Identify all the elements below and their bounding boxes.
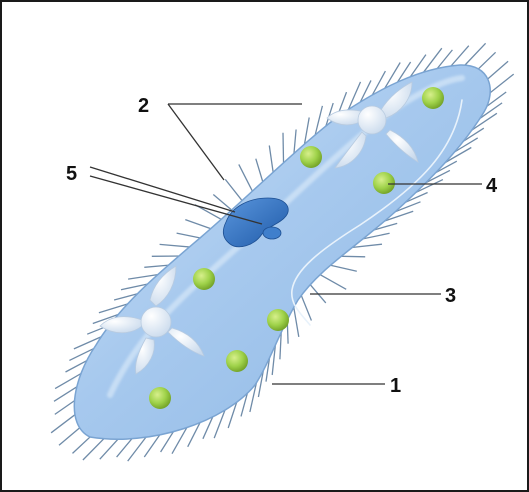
cilium xyxy=(317,273,347,290)
label-2: 2 xyxy=(138,95,149,117)
cell-body xyxy=(74,65,490,439)
food-vacuole xyxy=(300,146,322,168)
leader-line-2b xyxy=(168,104,224,180)
leader-line-5b xyxy=(90,176,262,224)
label-1: 1 xyxy=(390,375,401,397)
label-5: 5 xyxy=(66,163,77,185)
cilium xyxy=(462,43,485,68)
food-vacuole xyxy=(193,268,215,290)
food-vacuole xyxy=(422,87,444,109)
cilium xyxy=(239,164,254,194)
food-vacuole xyxy=(373,172,395,194)
food-vacuole xyxy=(267,309,289,331)
cilium xyxy=(160,244,194,247)
food-vacuole xyxy=(226,350,248,372)
food-vacuole xyxy=(149,387,171,409)
label-3: 3 xyxy=(445,285,456,307)
cilium xyxy=(51,412,78,433)
cilium xyxy=(283,133,284,167)
label-4: 4 xyxy=(486,175,498,197)
leader-line-5a xyxy=(90,167,235,212)
